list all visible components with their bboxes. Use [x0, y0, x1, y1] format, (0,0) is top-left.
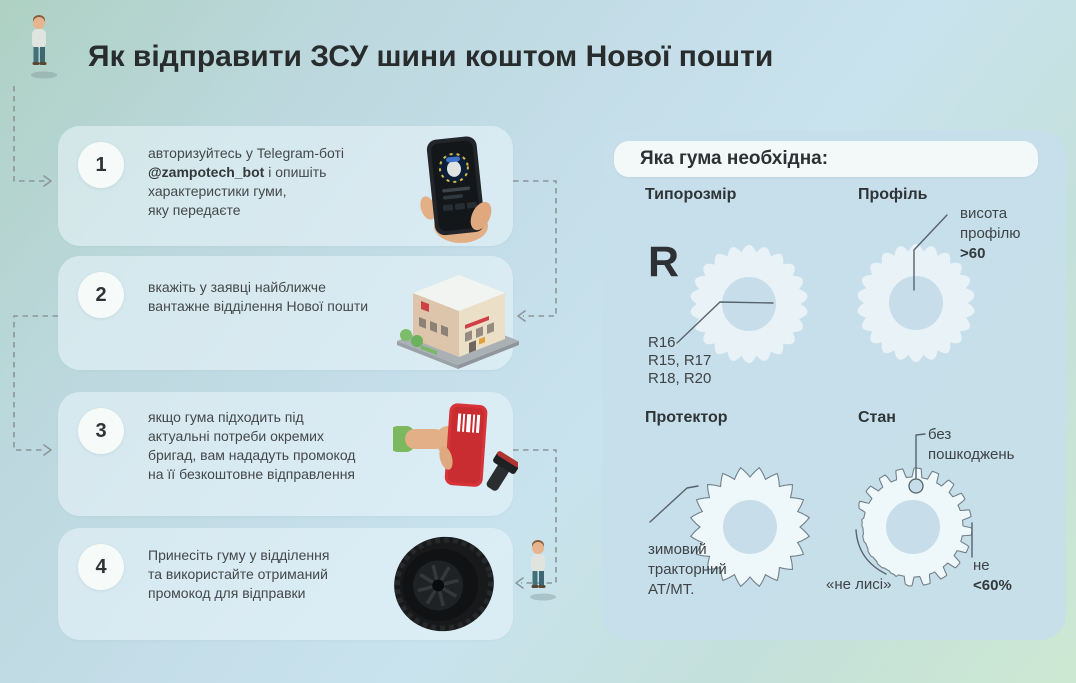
telegram-bot-phone-illustration — [420, 136, 492, 243]
person-figure-bottom — [530, 540, 556, 601]
size-line: R15, R17 — [648, 352, 712, 369]
step-text-line: якщо гума підходить під — [148, 409, 304, 425]
step-text-line: авторизуйтесь у Telegram-боті — [148, 145, 345, 161]
radial-letter: R — [648, 238, 680, 286]
tread-line: тракторний — [648, 561, 727, 578]
panel-title-bar: Яка гума необхідна: — [614, 141, 1038, 177]
step-text-line: промокод для відправки — [148, 585, 306, 601]
tread-line: AT/MT. — [648, 581, 695, 598]
size-line: R18, R20 — [648, 370, 712, 387]
step-text: Принесіть гуму у відділення та використай… — [148, 546, 403, 603]
step-number-badge: 4 — [78, 544, 124, 590]
section-profile-label: Профіль — [858, 186, 928, 203]
step-card-4: 4 Принесіть гуму у відділення та використ… — [58, 528, 513, 640]
step-number-badge: 1 — [78, 142, 124, 188]
step-text-line: та використайте отриманий — [148, 566, 328, 582]
profile-callout: висота профілю >60 — [960, 204, 1020, 264]
step-number-badge: 3 — [78, 408, 124, 454]
step-text-line: характеристики гуми, — [148, 183, 287, 199]
condition-callout-line: не — [973, 557, 990, 574]
section-tread-label: Протектор — [645, 409, 728, 426]
step-text: вкажіть у заявці найближче вантажне відді… — [148, 278, 403, 316]
page-title: Як відправити ЗСУ шини коштом Нової пошт… — [88, 40, 774, 73]
tire-diagrams-graphic — [649, 214, 975, 588]
step-text-line: актуальні потреби окремих — [148, 428, 325, 444]
tire-illustration — [394, 536, 494, 632]
profile-callout-line: профілю — [960, 225, 1021, 242]
step-text-line: яку передаєте — [148, 202, 241, 218]
step-card-2: 2 вкажіть у заявці найближче вантажне від… — [58, 256, 519, 370]
condition-callout-value: <60% — [973, 577, 1012, 594]
condition-right-callout: не <60% — [973, 556, 1012, 596]
condition-top-callout: без пошкоджень — [928, 425, 1014, 465]
tread-values: зимовий тракторний AT/MT. — [648, 540, 727, 600]
step-card-3: 3 якщо гума підходить під актуальні потре… — [58, 392, 518, 516]
step-text-line: вкажіть у заявці найближче — [148, 279, 326, 295]
profile-callout-value: >60 — [960, 245, 986, 262]
requirements-panel: Яка гума необхідна: Типорозмір Профіль П… — [602, 130, 1066, 640]
profile-callout-line: висота — [960, 205, 1008, 222]
condition-callout-line: без — [928, 426, 952, 443]
step-card-1: 1 авторизуйтесь у Telegram-боті @zampotec… — [58, 126, 513, 246]
condition-left-note: «не лисі» — [826, 576, 892, 593]
no-damage-dot — [908, 478, 924, 494]
step-text-line: @zampotech_bot і опишіть — [148, 164, 327, 180]
size-line: R16 — [648, 334, 676, 351]
promo-barcode-scanner-illustration — [393, 403, 518, 491]
step-text-line: вантажне відділення Нової пошти — [148, 298, 369, 314]
size-values: R16 R15, R17 R18, R20 — [648, 334, 711, 388]
nova-poshta-branch-illustration — [397, 275, 519, 369]
condition-callout-line: пошкоджень — [928, 446, 1015, 463]
section-condition-label: Стан — [858, 409, 896, 426]
step-text: якщо гума підходить під актуальні потреби… — [148, 408, 403, 484]
panel-title: Яка гума необхідна: — [640, 148, 829, 169]
person-figure-top — [31, 15, 57, 79]
step-number-badge: 2 — [78, 272, 124, 318]
step-text: авторизуйтесь у Telegram-боті @zampotech_… — [148, 144, 403, 220]
tread-line: зимовий — [648, 541, 707, 558]
step-text-line: на її безкоштовне відправлення — [148, 466, 356, 482]
section-size-label: Типорозмір — [645, 186, 737, 203]
step-text-line: бригад, вам нададуть промокод — [148, 447, 356, 463]
step-text-line: Принесіть гуму у відділення — [148, 547, 330, 563]
